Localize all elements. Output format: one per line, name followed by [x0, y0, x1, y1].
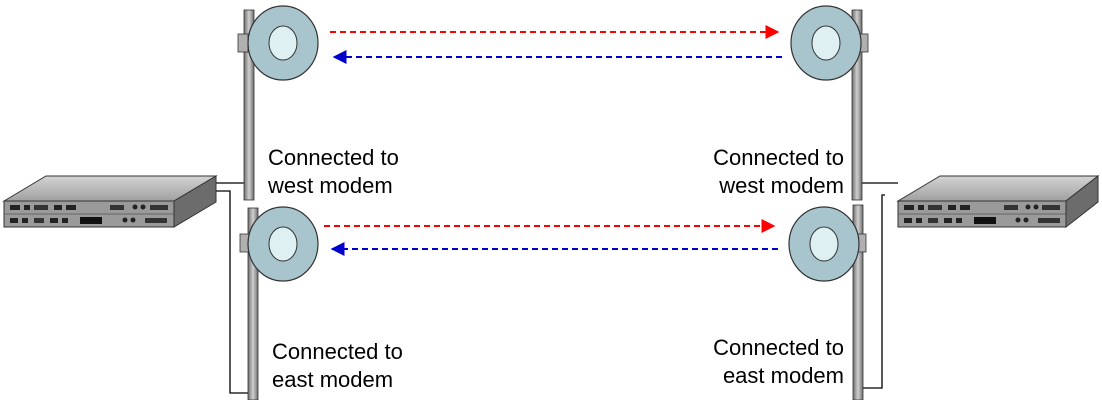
poles [243, 9, 864, 400]
label-left-east: Connected to east modem [272, 338, 403, 394]
label-left-west-line2: west modem [268, 173, 393, 198]
rack-modem-icon [896, 174, 1100, 229]
east-link-arrows [324, 219, 778, 256]
label-left-west: Connected to west modem [268, 144, 399, 200]
cable-right-east [860, 194, 885, 389]
pole-left-east [247, 207, 259, 400]
rack-modem-icon [2, 175, 218, 228]
label-left-west-line1: Connected to [268, 145, 399, 170]
label-left-east-line2: east modem [272, 367, 394, 392]
label-right-west-line2: west modem [719, 173, 844, 198]
cable-left-east [212, 190, 248, 394]
west-link-arrows [330, 25, 782, 64]
antenna-dish-icon [788, 206, 867, 282]
label-left-east-line1: Connected to [272, 339, 403, 364]
pole-right-west [851, 9, 863, 201]
antenna-dish-icon [237, 5, 319, 81]
pole-left-west [243, 9, 255, 201]
label-right-east-line1: Connected to [713, 335, 844, 360]
label-right-east-line2: east modem [722, 363, 844, 388]
antenna-dish-icon [239, 206, 319, 282]
antenna-dish-icon [790, 5, 869, 81]
label-right-west: Connected to west modem [713, 144, 844, 200]
label-right-west-line1: Connected to [713, 145, 844, 170]
label-right-east: Connected to east modem [713, 334, 844, 390]
pole-right-east [852, 204, 864, 400]
